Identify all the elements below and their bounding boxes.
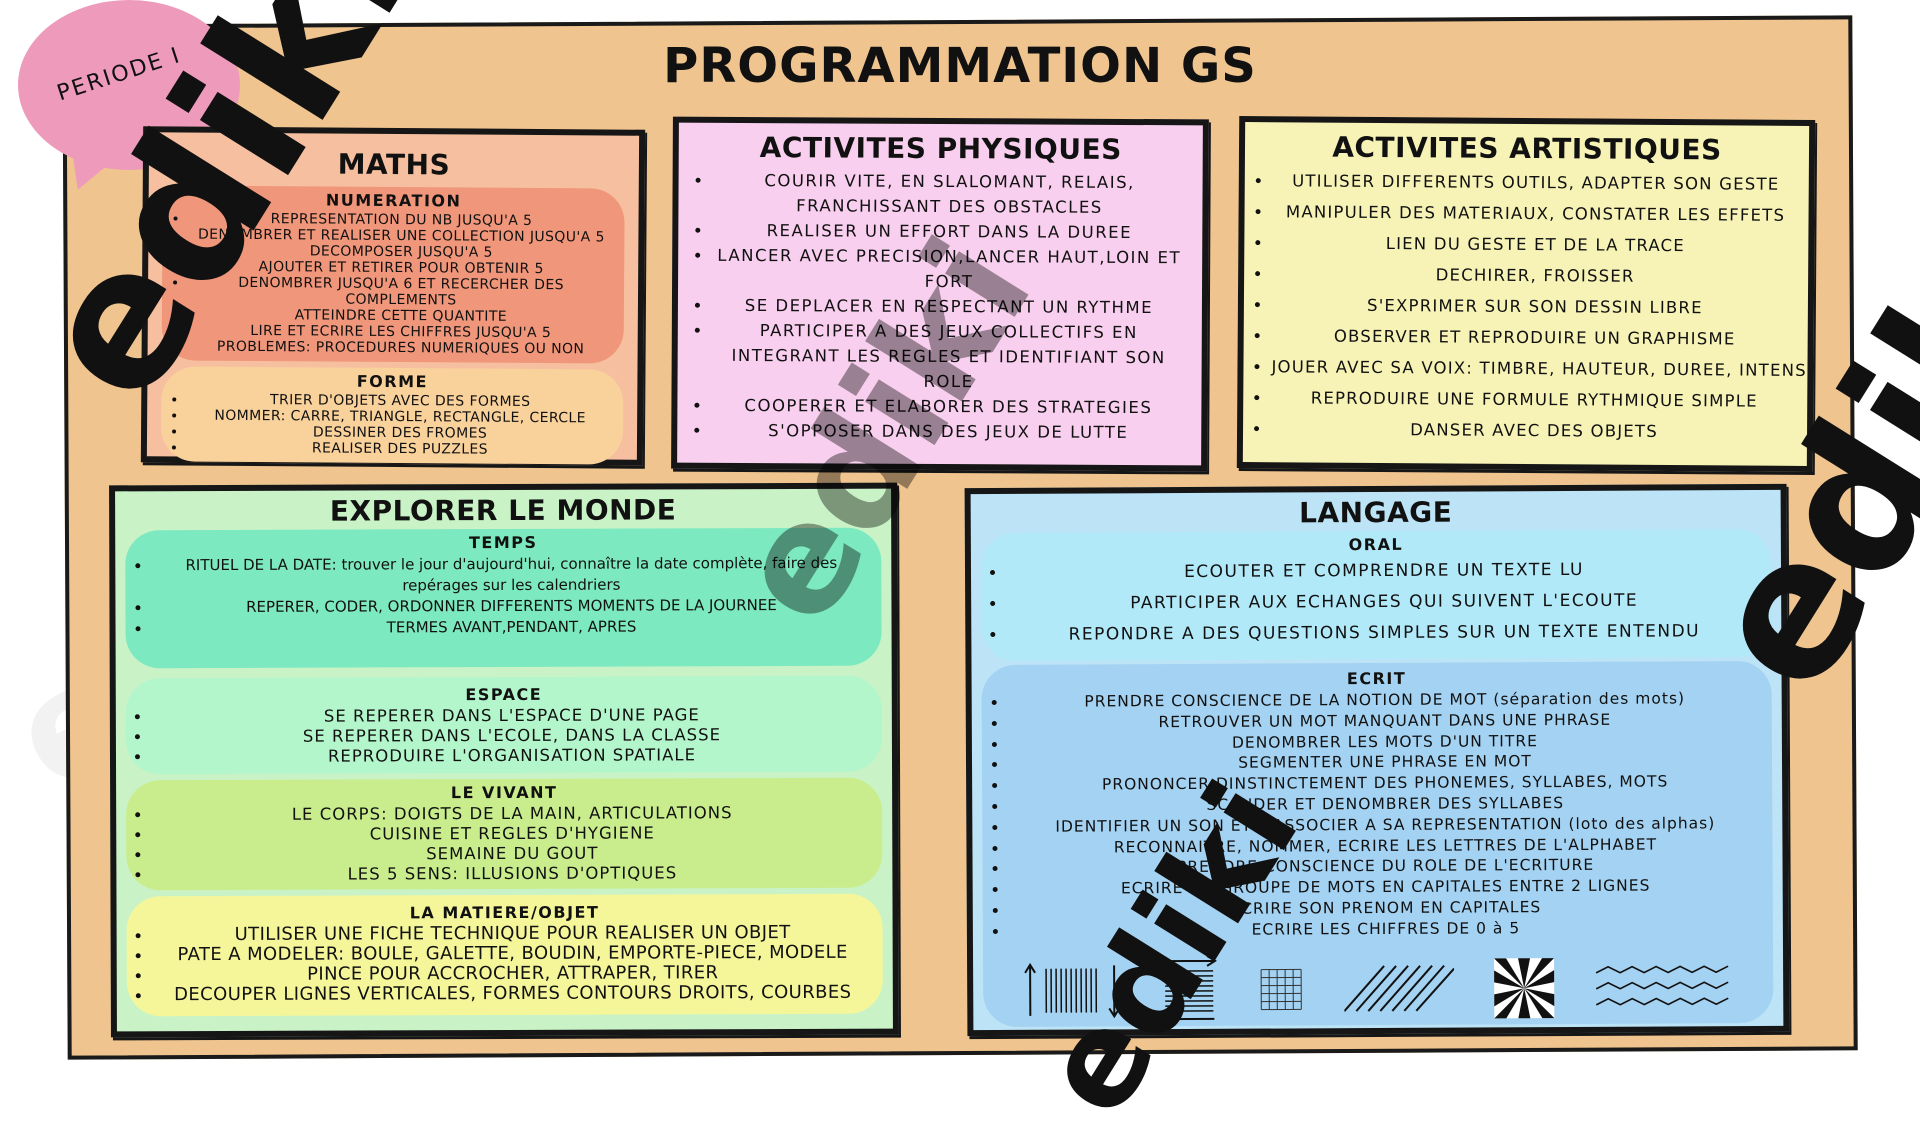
list-item: PARTICIPER AUX ECHANGES QUI SUIVENT L'EC…: [1007, 585, 1761, 620]
list-item: SE REPERER DANS L'ECOLE, DANS LA CLASSE: [152, 725, 872, 748]
maths-panel: MATHS NUMERATION REPRESENTATION DU NB JU…: [141, 126, 645, 465]
list-item: REPERER, CODER, ORDONNER DIFFERENTS MOME…: [151, 595, 871, 619]
explorer-title: EXPLORER LE MONDE: [115, 493, 891, 529]
oral-heading: ORAL: [991, 533, 1761, 556]
temps-heading: TEMPS: [135, 532, 871, 554]
vertical-lines-arrows-pattern: [1022, 960, 1122, 1021]
list-item: DENOMBRER JUSQU'A 6 ET RECERCHER DES COM…: [188, 275, 614, 310]
list-item: ECRIRE UN GROUPE DE MOTS EN CAPITALES EN…: [1009, 875, 1763, 900]
list-item: S'OPPOSER DANS DES JEUX DE LUTTE: [711, 418, 1185, 445]
list-item: NOMMER: CARRE, TRIANGLE, RECTANGLE, CERC…: [187, 408, 613, 427]
vivant-list: LE CORPS: DOIGTS DE LA MAIN, ARTICULATIO…: [136, 803, 872, 886]
ecrit-section: ECRIT PRENDRE CONSCIENCE DE LA NOTION DE…: [981, 661, 1773, 1027]
list-item: REALISER UN EFFORT DANS LA DUREE: [712, 218, 1186, 245]
list-item: JOUER AVEC SA VOIX: TIMBRE, HAUTEUR, DUR…: [1271, 351, 1797, 386]
list-item: DENOMBRER ET REALISER UNE COLLECTION JUS…: [188, 227, 614, 246]
ecrit-list: PRENDRE CONSCIENCE DE LA NOTION DE MOT (…: [992, 688, 1763, 942]
list-item: PATE A MODELER: BOULE, GALETTE, BOUDIN, …: [153, 943, 873, 966]
list-item: REPONDRE A DES QUESTIONS SIMPLES SUR UN …: [1007, 616, 1761, 651]
explorer-panel: EXPLORER LE MONDE TEMPS RITUEL DE LA DAT…: [109, 483, 899, 1038]
physiques-title: ACTIVITES PHYSIQUES: [679, 131, 1203, 167]
oral-list: ECOUTER ET COMPRENDRE UN TEXTE LU PARTIC…: [991, 554, 1761, 651]
langage-panel: LANGAGE ORAL ECOUTER ET COMPRENDRE UN TE…: [965, 484, 1790, 1036]
list-item: REPRODUIRE L'ORGANISATION SPATIALE: [152, 745, 872, 768]
list-item: PRENDRE CONSCIENCE DE LA NOTION DE MOT (…: [1008, 688, 1762, 713]
list-item: DANSER AVEC DES OBJETS: [1271, 413, 1797, 448]
list-item: RITUEL DE LA DATE: trouver le jour d'auj…: [151, 553, 871, 598]
artistiques-panel: ACTIVITES ARTISTIQUES UTILISER DIFFERENT…: [1237, 116, 1815, 472]
list-item: LES 5 SENS: ILLUSIONS D'OPTIQUES: [152, 863, 872, 886]
list-item: S'EXPRIMER SUR SON DESSIN LIBRE: [1272, 289, 1798, 324]
sunburst-pattern: [1491, 955, 1557, 1021]
list-item: DECOUPER LIGNES VERTICALES, FORMES CONTO…: [153, 983, 873, 1006]
matiere-heading: LA MATIERE/OBJET: [137, 902, 873, 924]
list-item: ECOUTER ET COMPRENDRE UN TEXTE LU: [1007, 554, 1761, 589]
list-item: REPRODUIRE UNE FORMULE RYTHMIQUE SIMPLE: [1271, 382, 1797, 417]
list-item: REALISER DES PUZZLES: [187, 440, 613, 459]
list-item: UTILISER DIFFERENTS OUTILS, ADAPTER SON …: [1273, 165, 1799, 200]
list-item: DECHIRER, FROISSER: [1272, 258, 1798, 293]
forme-heading: FORME: [171, 370, 613, 392]
langage-title: LANGAGE: [971, 494, 1781, 531]
temps-list: RITUEL DE LA DATE: trouver le jour d'auj…: [135, 553, 871, 640]
temps-section: TEMPS RITUEL DE LA DATE: trouver le jour…: [125, 528, 881, 669]
list-item: PARTICIPER A DES JEUX COLLECTIFS EN INTE…: [711, 318, 1185, 395]
list-item: COOPERER ET ELABORER DES STRATEGIES: [711, 393, 1185, 420]
physiques-panel: ACTIVITES PHYSIQUES COURIR VITE, EN SLAL…: [671, 117, 1209, 472]
list-item: CUISINE ET REGLES D'HYGIENE: [152, 823, 872, 846]
list-item: SE REPERER DANS L'ESPACE D'UNE PAGE: [152, 705, 872, 728]
list-item: LE CORPS: DOIGTS DE LA MAIN, ARTICULATIO…: [152, 803, 872, 826]
vivant-section: LE VIVANT LE CORPS: DOIGTS DE LA MAIN, A…: [126, 778, 882, 891]
forme-list: TRIER D'OBJETS AVEC DES FORMES NOMMER: C…: [171, 391, 613, 458]
physiques-list: COURIR VITE, EN SLALOMANT, RELAIS, FRANC…: [677, 168, 1202, 446]
maths-title: MATHS: [149, 146, 639, 182]
list-item: COURIR VITE, EN SLALOMANT, RELAIS, FRANC…: [712, 168, 1186, 220]
oral-section: ORAL ECOUTER ET COMPRENDRE UN TEXTE LU P…: [981, 529, 1772, 661]
list-item: TERMES AVANT,PENDANT, APRES: [152, 616, 872, 640]
list-item: LANCER AVEC PRECISION,LANCER HAUT,LOIN E…: [712, 243, 1186, 295]
forme-section: FORME TRIER D'OBJETS AVEC DES FORMES NOM…: [161, 366, 624, 464]
horizontal-lines-arrows-pattern: [1159, 954, 1219, 1024]
graphism-patterns: [993, 952, 1763, 1026]
artistiques-title: ACTIVITES ARTISTIQUES: [1245, 130, 1809, 167]
list-item: PROBLEMES: PROCEDURES NUMERIQUES OU NON: [188, 339, 614, 358]
numeration-heading: NUMERATION: [173, 189, 615, 211]
diagonal-lines-pattern: [1344, 961, 1454, 1017]
page-title: PROGRAMMATION GS: [0, 38, 1920, 94]
grid-pattern: [1256, 964, 1306, 1014]
vivant-heading: LE VIVANT: [136, 782, 872, 804]
list-item: SEMAINE DU GOUT: [152, 843, 872, 866]
ecrit-heading: ECRIT: [992, 667, 1762, 690]
zigzag-pattern: [1594, 962, 1734, 1013]
numeration-list: REPRESENTATION DU NB JUSQU'A 5 DENOMBRER…: [172, 210, 615, 357]
list-item: LIEN DU GESTE ET DE LA TRACE: [1272, 227, 1798, 262]
list-item: MANIPULER DES MATERIAUX, CONSTATER LES E…: [1272, 196, 1798, 231]
numeration-section: NUMERATION REPRESENTATION DU NB JUSQU'A …: [162, 185, 625, 363]
espace-section: ESPACE SE REPERER DANS L'ESPACE D'UNE PA…: [126, 676, 882, 775]
artistiques-list: UTILISER DIFFERENTS OUTILS, ADAPTER SON …: [1243, 165, 1809, 448]
espace-heading: ESPACE: [136, 684, 872, 706]
espace-list: SE REPERER DANS L'ESPACE D'UNE PAGE SE R…: [136, 705, 872, 768]
list-item: SE DEPLACER EN RESPECTANT UN RYTHME: [712, 293, 1186, 320]
list-item: OBSERVER ET REPRODUIRE UN GRAPHISME: [1272, 320, 1798, 355]
matiere-list: UTILISER UNE FICHE TECHNIQUE POUR REALIS…: [137, 923, 873, 1006]
matiere-section: LA MATIERE/OBJET UTILISER UNE FICHE TECH…: [126, 894, 882, 1017]
list-item: PRONONCER DINSTINCTEMENT DES PHONEMES, S…: [1008, 771, 1762, 796]
list-item: ECRIRE LES CHIFFRES DE 0 à 5: [1009, 917, 1763, 942]
